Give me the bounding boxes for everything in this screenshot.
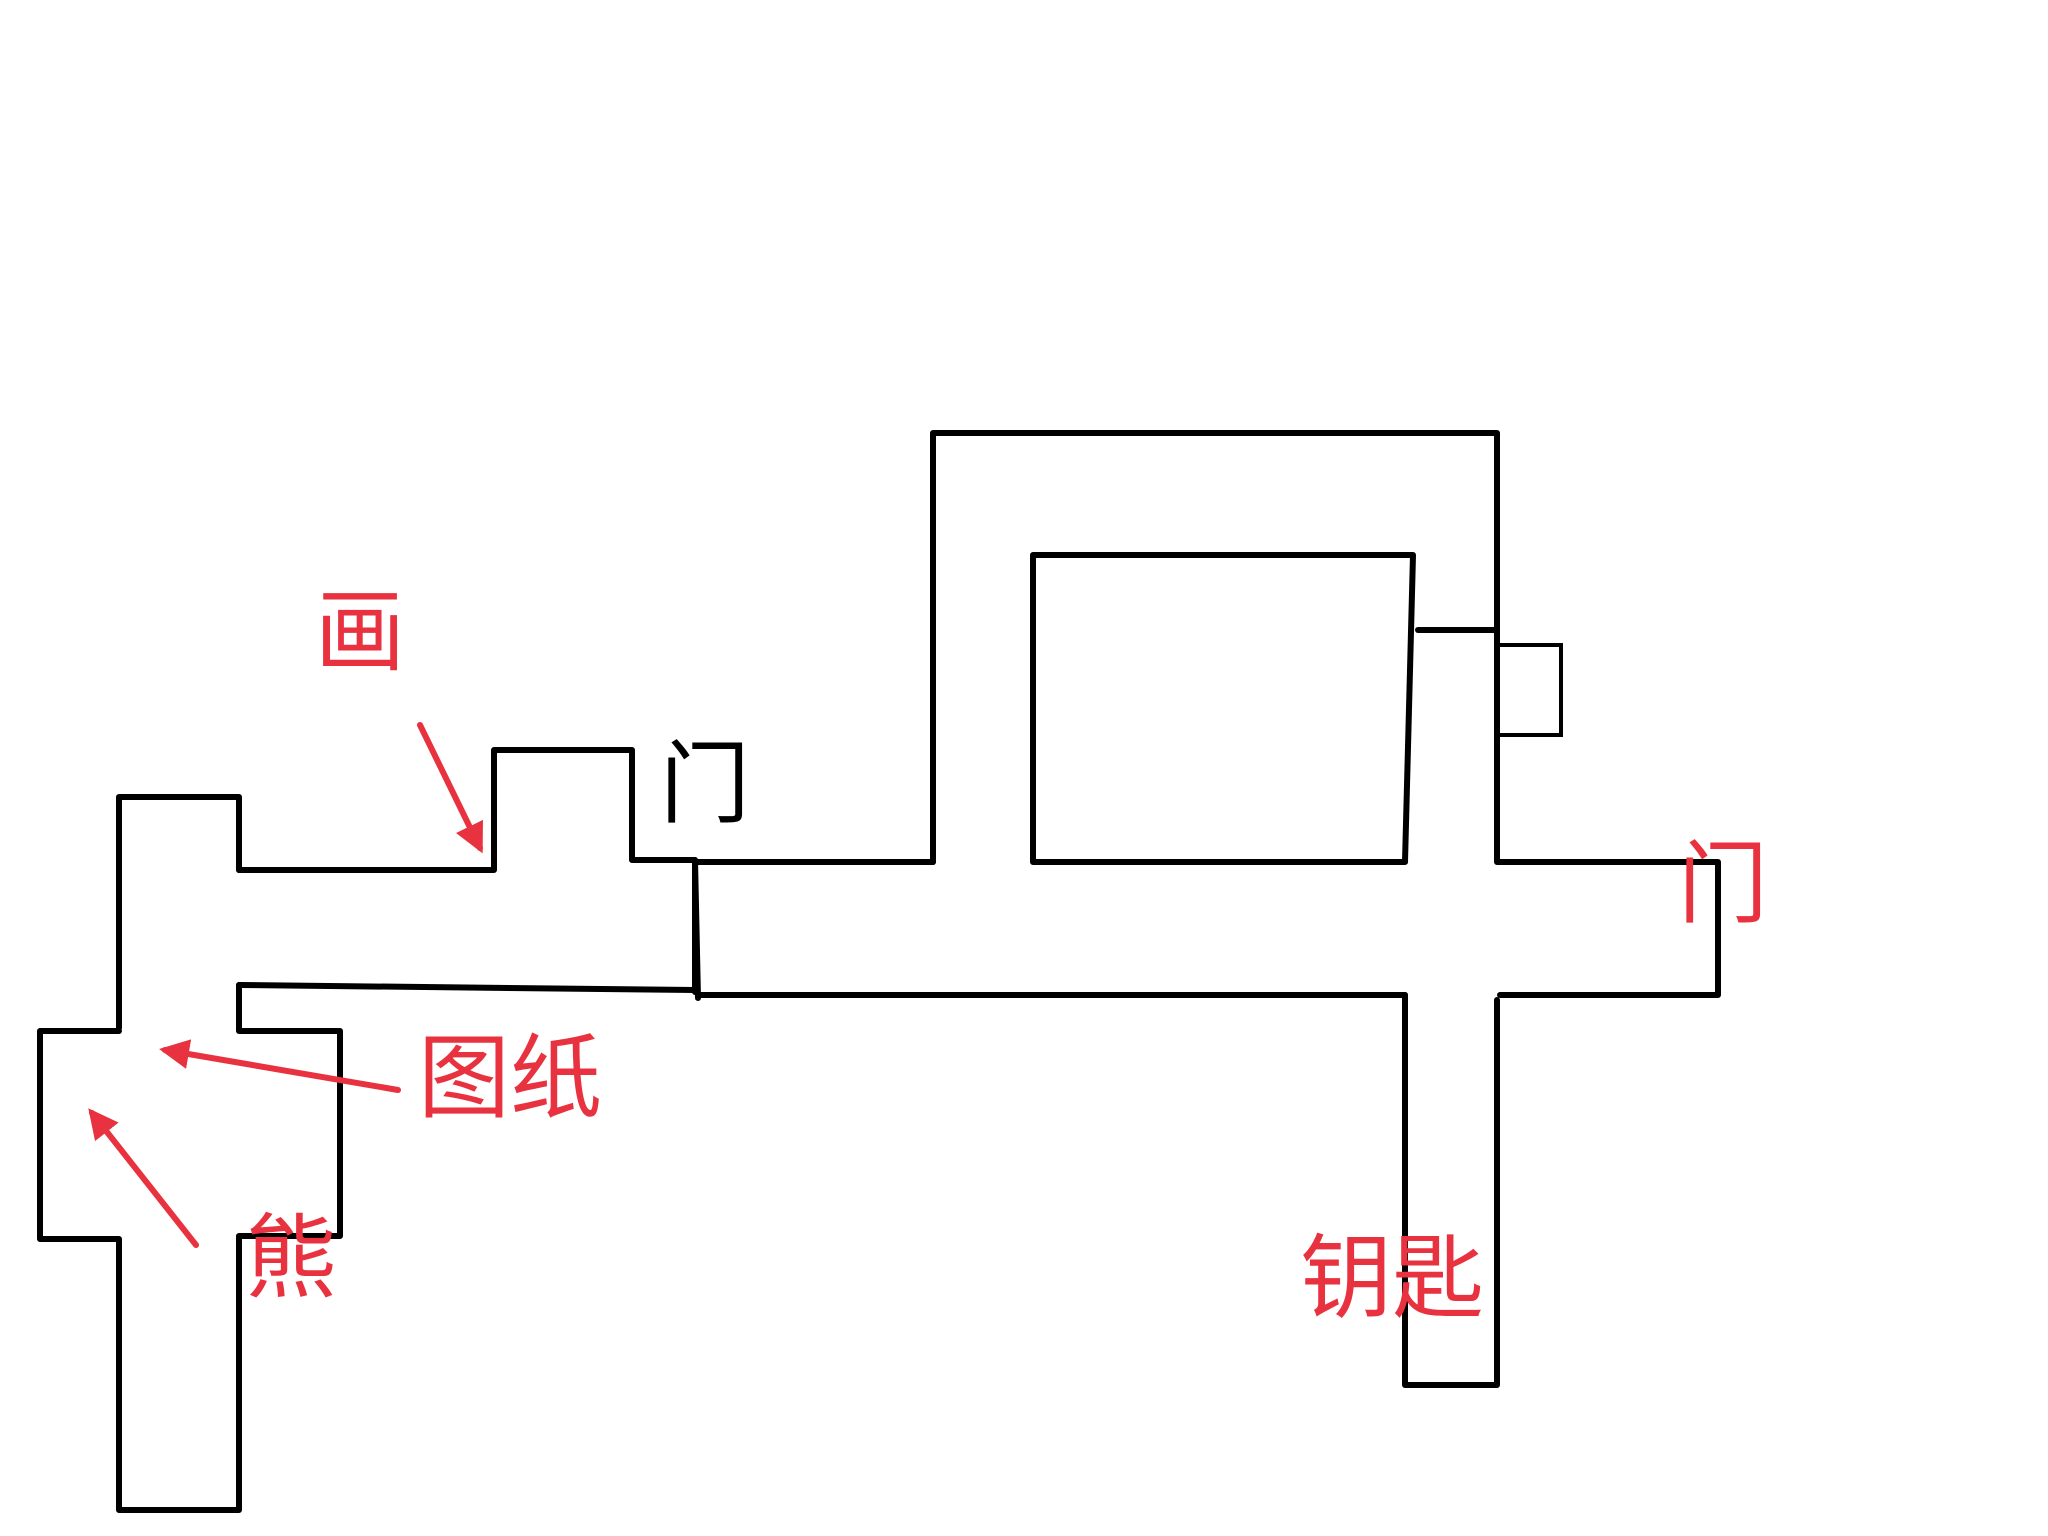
upper-loop-room bbox=[930, 430, 1500, 865]
main-corridor bbox=[695, 859, 1721, 998]
door-label-left: 门 bbox=[660, 732, 750, 837]
painting-label: 画 bbox=[315, 580, 405, 685]
door-label-right: 门 bbox=[1678, 832, 1768, 937]
side-alcove bbox=[1495, 643, 1563, 737]
annotation-arrows bbox=[88, 722, 483, 1248]
blueprint-arrow bbox=[159, 1039, 401, 1093]
blueprint-label: 图纸 bbox=[418, 1025, 602, 1132]
bear-label: 熊 bbox=[245, 1205, 337, 1312]
key-label: 钥匙 bbox=[1300, 1225, 1484, 1332]
bear-arrow bbox=[88, 1108, 199, 1248]
painting-arrow bbox=[417, 722, 483, 854]
left-corridor bbox=[236, 747, 698, 995]
left-door-gap bbox=[692, 857, 701, 1001]
left-cross-room bbox=[37, 794, 343, 1513]
key-corridor bbox=[1402, 992, 1500, 1388]
